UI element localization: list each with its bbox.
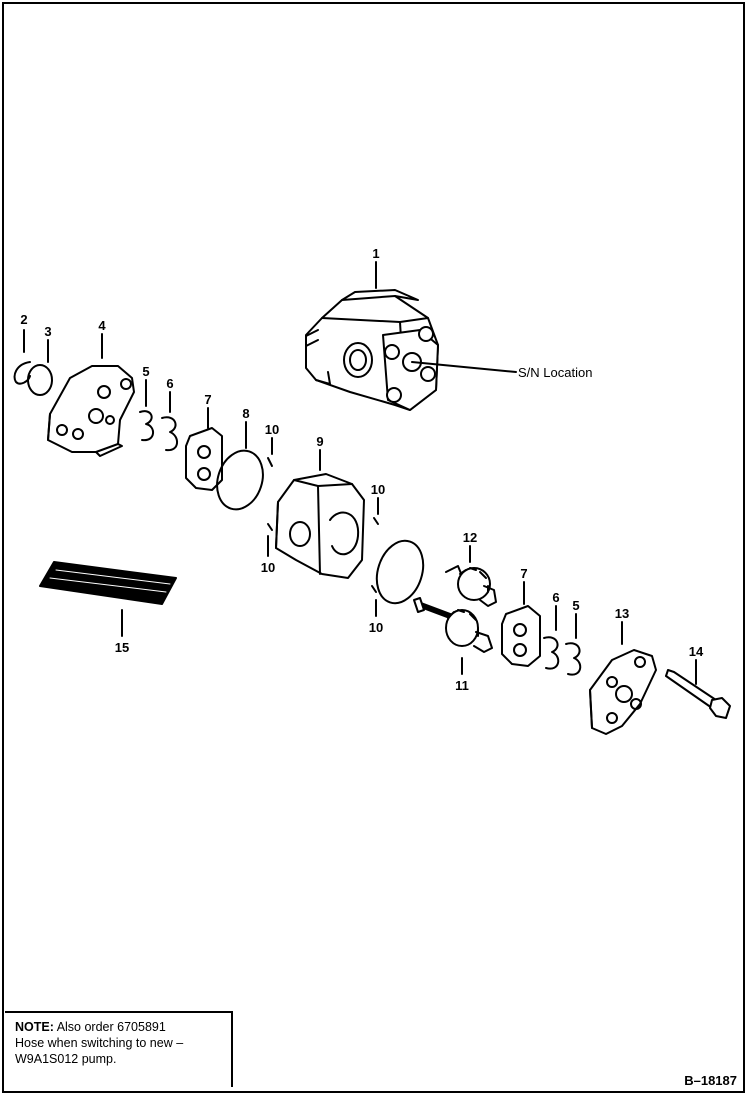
part-14-bolt: [665, 669, 731, 719]
callout-12: 12: [463, 530, 477, 545]
callout-4: 4: [98, 318, 106, 333]
note-box: NOTE: Also order 6705891 Hose when switc…: [5, 1011, 233, 1087]
part-9-pump-body: [275, 473, 365, 579]
callout-numbers: 1 2 3 4 5 6 7 8 10 9 10 10 10 12 7 6 5 1…: [20, 246, 704, 693]
part-15-hose: [39, 561, 177, 605]
part-5-seal-right: [565, 642, 582, 676]
part-6-seal-left: [161, 416, 178, 452]
part-8-o-ring: [216, 449, 264, 511]
callout-10-a: 10: [265, 422, 279, 437]
callout-10-b: 10: [371, 482, 385, 497]
callout-7-left: 7: [204, 392, 211, 407]
part-12-idler-gear: [445, 565, 497, 607]
callout-5-right: 5: [572, 598, 579, 613]
part-13-end-cover: [589, 649, 657, 735]
sn-leader-line: [411, 361, 517, 373]
callout-6-right: 6: [552, 590, 559, 605]
sn-location-label: S/N Location: [518, 365, 592, 380]
part-6-seal-right: [543, 636, 560, 670]
o-ring-right: [375, 539, 425, 605]
part-1-gear-pump: [305, 289, 439, 411]
part-5-seal-left: [139, 410, 154, 442]
callout-6-left: 6: [166, 376, 173, 391]
part-10-dowel-pins: [267, 457, 379, 593]
part-3-o-ring: [27, 364, 53, 396]
part-4-mounting-flange: [47, 365, 135, 457]
callout-13: 13: [615, 606, 629, 621]
callout-7-right: 7: [520, 566, 527, 581]
part-2-snap-ring: [13, 361, 31, 385]
callout-leaders: [23, 261, 697, 685]
part-7-wear-plate-left: [185, 427, 223, 491]
note-line-3: W9A1S012 pump.: [15, 1052, 117, 1066]
part-11-drive-gear-shaft: [413, 597, 493, 653]
note-line-1: Also order 6705891: [56, 1020, 166, 1034]
note-heading: NOTE:: [15, 1020, 54, 1034]
figure-id: B–18187: [684, 1073, 737, 1088]
callout-10-c: 10: [261, 560, 275, 575]
callout-1: 1: [372, 246, 379, 261]
callout-9: 9: [316, 434, 323, 449]
part-7-wear-plate-right: [501, 605, 541, 667]
callout-15: 15: [115, 640, 129, 655]
callout-2: 2: [20, 312, 27, 327]
callout-5-left: 5: [142, 364, 149, 379]
callout-14: 14: [689, 644, 704, 659]
callout-3: 3: [44, 324, 51, 339]
callout-8: 8: [242, 406, 249, 421]
callout-11: 11: [455, 678, 469, 693]
callout-10-d: 10: [369, 620, 383, 635]
note-line-2: Hose when switching to new –: [15, 1036, 184, 1050]
